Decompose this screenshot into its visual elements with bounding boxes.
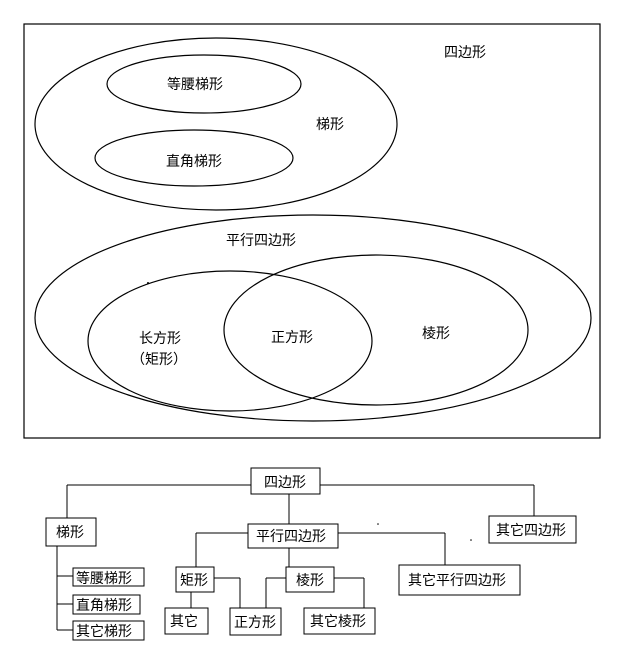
tree-node-other-rhombus: 其它棱形 (303, 607, 376, 635)
tree-root-label: 四边形 (264, 475, 306, 491)
trapezoid-ellipse (34, 37, 398, 211)
tree-other-parallelogram-label: 其它平行四边形 (408, 572, 506, 589)
tree-other-trapezoid-label: 其它梯形 (76, 623, 132, 640)
tree-trapezoid-label: 梯形 (56, 525, 84, 541)
tree-node-other-trapezoid: 其它梯形 (72, 620, 145, 641)
parallelogram-ellipse (34, 214, 592, 422)
rectangle-ellipse (87, 270, 373, 412)
tree-node-other-parallelogram: 其它平行四边形 (398, 564, 521, 596)
tree-rectangle-label: 矩形 (180, 573, 208, 589)
tree-other-rhombus-label: 其它棱形 (310, 613, 366, 630)
tree-other-label: 其它 (170, 613, 198, 630)
isosceles-trapezoid-ellipse (106, 54, 302, 114)
quadrilateral-frame (23, 23, 601, 439)
tree-node-square: 正方形 (229, 607, 282, 636)
tree-node-other-quadrilateral: 其它四边形 (488, 515, 577, 544)
venn-parallelogram-label: 平行四边形 (226, 233, 296, 249)
scan-specks (147, 282, 472, 541)
tree-rhombus-label: 棱形 (296, 573, 324, 589)
tree-isosceles-trapezoid-label: 等腰梯形 (76, 570, 132, 587)
tree-other-quadrilateral-label: 其它四边形 (496, 522, 566, 539)
rhombus-ellipse (223, 254, 529, 406)
tree-square-label: 正方形 (234, 615, 276, 631)
venn-rectangle-alt-label: （矩形） (131, 352, 187, 368)
tree-node-other: 其它 (164, 607, 209, 635)
venn-isosceles-trapezoid-label: 等腰梯形 (167, 76, 223, 93)
tree-parallelogram-label: 平行四边形 (256, 529, 326, 545)
venn-rhombus-label: 棱形 (422, 326, 450, 342)
tree-node-rectangle: 矩形 (175, 566, 215, 593)
tree-node-isosceles-trapezoid: 等腰梯形 (72, 567, 145, 587)
venn-right-trapezoid-label: 直角梯形 (166, 153, 222, 170)
venn-quadrilateral-label: 四边形 (444, 45, 486, 61)
tree-node-trapezoid: 梯形 (45, 517, 97, 547)
venn-rectangle-label: 长方形 (139, 331, 181, 347)
tree-right-trapezoid-label: 直角梯形 (76, 597, 132, 614)
venn-trapezoid-label: 梯形 (316, 117, 344, 133)
tree-node-rhombus: 棱形 (285, 566, 335, 593)
tree-node-root: 四边形 (250, 467, 321, 495)
venn-square-label: 正方形 (271, 330, 313, 346)
right-trapezoid-ellipse (94, 129, 294, 187)
tree-node-parallelogram: 平行四边形 (247, 523, 339, 549)
tree-node-right-trapezoid: 直角梯形 (72, 594, 141, 615)
